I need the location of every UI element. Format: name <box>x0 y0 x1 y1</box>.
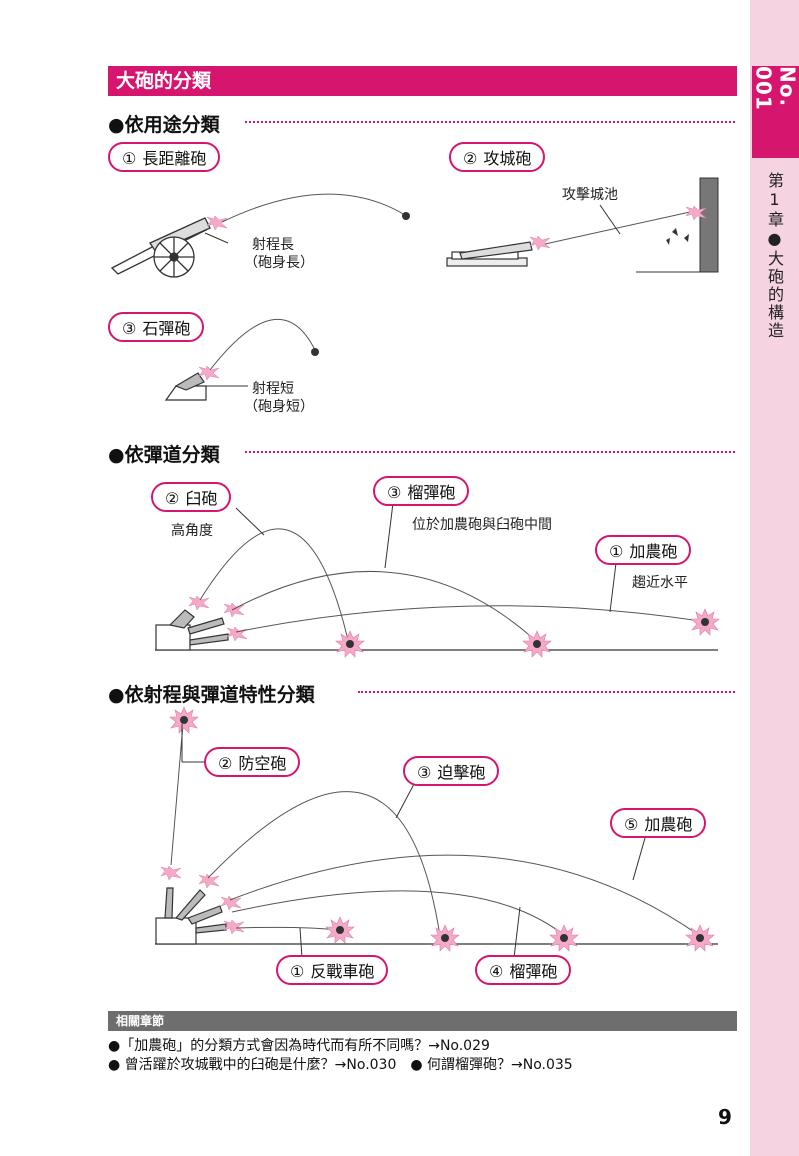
note-long-range: 射程長 <box>252 237 294 253</box>
chapter-title: 第1章●大砲的構造 <box>765 172 784 340</box>
gun-emplacement-drawing <box>155 609 229 651</box>
page-number: 9 <box>718 1105 732 1129</box>
siege-cannon-drawing <box>446 241 533 267</box>
section-divider <box>358 691 735 693</box>
field-cannon-drawing <box>110 217 211 278</box>
cannonball-icon <box>311 348 319 356</box>
modern-gun-emplacement-drawing <box>155 887 227 945</box>
castle-wall-drawing <box>699 177 719 273</box>
chapter-number-tab: No. 001 <box>752 66 799 158</box>
stone-cannon-drawing <box>164 372 207 401</box>
note-high-angle: 高角度 <box>171 523 213 539</box>
related-chapters-header: 相關章節 <box>108 1011 737 1031</box>
note-intermediate: 位於加農砲與臼砲中間 <box>412 517 552 533</box>
muzzle-flash-icon <box>198 365 220 381</box>
muzzle-flash-icon <box>529 235 551 251</box>
note-siege: 攻擊城池 <box>562 187 618 203</box>
section-heading-trajectory: ●依彈道分類 <box>108 444 220 466</box>
section-divider <box>245 121 735 123</box>
related-link-1[interactable]: ●「加農砲」的分類方式會因為時代而有所不同嗎？→No.029 <box>108 1038 490 1054</box>
note-short-barrel: （砲身短） <box>244 399 314 415</box>
note-short-range: 射程短 <box>252 381 294 397</box>
page-title: 大砲的分類 <box>108 66 737 96</box>
section-heading-range: ●依射程與彈道特性分類 <box>108 684 315 706</box>
section-divider <box>245 451 735 453</box>
note-near-horizontal: 趨近水平 <box>632 575 688 591</box>
related-link-2[interactable]: ● 曾活躍於攻城戰中的臼砲是什麼？→No.030 ● 何謂榴彈砲？→No.035 <box>108 1057 573 1073</box>
cannonball-icon <box>402 212 410 220</box>
section-heading-usage: ●依用途分類 <box>108 114 220 136</box>
note-long-barrel: （砲身長） <box>244 255 314 271</box>
side-tab-strip <box>750 0 799 1156</box>
